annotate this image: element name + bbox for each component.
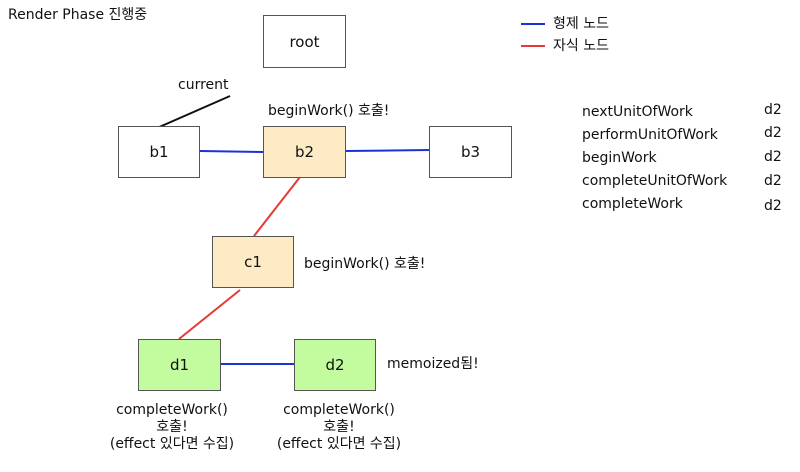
current-label: current — [178, 77, 229, 93]
status-value-complete-work: d2 — [764, 198, 782, 214]
status-value-begin-work: d2 — [764, 149, 782, 165]
status-value-perform-unit: d2 — [764, 125, 782, 141]
status-value-next-unit: d2 — [764, 102, 782, 118]
node-root: root — [263, 15, 346, 68]
b2-note: beginWork() 호출! — [268, 103, 390, 119]
status-name-complete-unit: completeUnitOfWork — [582, 173, 728, 189]
c1-note: beginWork() 호출! — [304, 256, 426, 272]
status-name-perform-unit: performUnitOfWork — [582, 127, 718, 143]
child-edge-c1-d1 — [178, 289, 241, 340]
d2-complete-note: completeWork() 호출! (effect 있다면 수집) — [277, 402, 401, 453]
diagram-title: Render Phase 진행중 — [8, 7, 148, 23]
node-b3: b3 — [429, 126, 512, 178]
d2-note-line: (effect 있다면 수집) — [276, 436, 402, 452]
node-d2: d2 — [294, 339, 376, 391]
d1-note-line: 호출! — [156, 419, 188, 435]
d2-note-line: 호출! — [323, 419, 355, 435]
legend-sibling-swatch — [521, 23, 545, 25]
node-b1: b1 — [118, 126, 200, 178]
legend-child-swatch — [521, 45, 545, 47]
d1-complete-note: completeWork() 호출! (effect 있다면 수집) — [110, 402, 234, 453]
current-edge — [156, 95, 231, 129]
legend-sibling-label: 형제 노드 — [553, 16, 609, 32]
d2-note: memoized됨! — [387, 356, 479, 372]
d1-note-line: completeWork() — [116, 402, 228, 418]
child-edge-b2-c1 — [253, 176, 301, 237]
d1-note-line: (effect 있다면 수집) — [109, 436, 235, 452]
node-c1: c1 — [212, 236, 294, 288]
status-name-begin-work: beginWork — [582, 150, 657, 166]
status-value-complete-unit: d2 — [764, 173, 782, 189]
node-d1: d1 — [138, 339, 221, 391]
legend-child-label: 자식 노드 — [553, 38, 609, 54]
sibling-edge-b1-b2 — [199, 150, 264, 153]
status-name-next-unit: nextUnitOfWork — [582, 104, 693, 120]
status-name-complete-work: completeWork — [582, 196, 683, 212]
node-b2: b2 — [263, 126, 346, 178]
d2-note-line: completeWork() — [283, 402, 395, 418]
sibling-edge-b2-b3 — [345, 149, 430, 152]
